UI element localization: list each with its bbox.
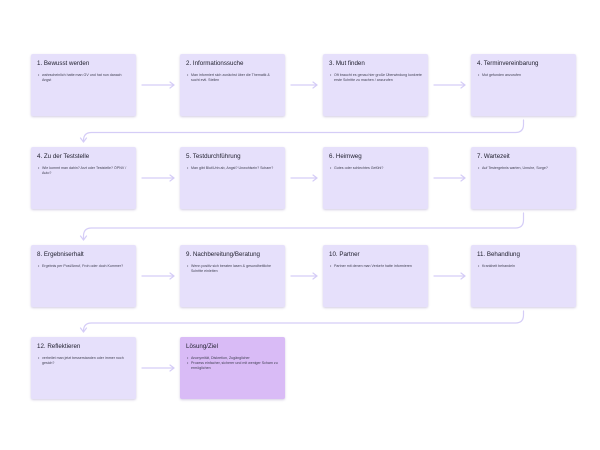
step-card[interactable]: 10. PartnerPartner mit denen man Verkehr… — [323, 245, 428, 307]
row-wrap-connector — [82, 310, 525, 333]
arrow-head — [79, 235, 88, 241]
step-card[interactable]: 9. Nachbereitung/BeratungWenn positiv si… — [180, 245, 285, 307]
step-bullet: Oft braucht es genau hier große Überwind… — [329, 73, 422, 83]
step-title: 4. Zu der Teststelle — [37, 153, 90, 160]
step-bullets: Ergebnis per Post/Anruf, Froh oder doch … — [37, 264, 130, 269]
goal-title: Lösung/Ziel — [186, 343, 218, 350]
step-bullets: Partner mit denen man Verkehr hatte info… — [329, 264, 422, 269]
step-bullets: Krankheit behandeln — [477, 264, 570, 269]
arrow-head — [312, 81, 318, 89]
arrow-head — [460, 174, 466, 182]
step-bullets: verheilet man jetzt besserstanden oder i… — [37, 356, 130, 366]
step-title: 1. Bewusst werden — [37, 60, 90, 67]
step-bullets: Man informiert sich zunächst über die Th… — [186, 73, 279, 83]
step-bullet: Partner mit denen man Verkehr hatte info… — [329, 264, 422, 269]
step-bullet: Ergebnis per Post/Anruf, Froh oder doch … — [37, 264, 130, 269]
step-bullet: Wenn positiv sich beraten lasen & gesund… — [186, 264, 279, 274]
step-bullet: verheilet man jetzt besserstanden oder i… — [37, 356, 130, 366]
step-bullet: Man gibt Blut/Urin ab, Angst? Unwohlsein… — [186, 166, 279, 171]
arrow-head — [169, 364, 175, 372]
goal-bullet: Prozess einfacher, sicherer und mit weni… — [186, 361, 279, 371]
step-title: 2. Informationssuche — [186, 60, 244, 67]
arrow-head — [79, 137, 88, 143]
step-bullet: Krankheit behandeln — [477, 264, 570, 269]
step-bullets: Auf Testergebnis warten, Unruhe, Sorge? — [477, 166, 570, 171]
goal-card[interactable]: Lösung/ZielAnonymität, Diskretion, Zugän… — [180, 337, 285, 399]
step-title: 3. Mut finden — [329, 60, 365, 67]
row-wrap-connector — [82, 119, 525, 143]
arrow-head — [79, 327, 88, 333]
arrow-head — [312, 272, 318, 280]
arrow-head — [460, 81, 466, 89]
step-bullet: Man informiert sich zunächst über die Th… — [186, 73, 279, 83]
step-bullets: Man gibt Blut/Urin ab, Angst? Unwohlsein… — [186, 166, 279, 171]
step-bullet: Wie kommt man dahin? Arzt oder Teststell… — [37, 166, 130, 176]
step-title: 5. Testdurchführung — [186, 153, 241, 160]
goal-bullets: Anonymität, Diskretion, ZugänglicherProz… — [186, 356, 279, 371]
step-bullets: wahrscheinlich hatte man GV und hat nun … — [37, 73, 130, 83]
step-card[interactable]: 12. Reflektieren verheilet man jetzt bess… — [31, 337, 136, 399]
step-title: 9. Nachbereitung/Beratung — [186, 251, 260, 258]
step-title: 7. Wartezeit — [477, 153, 510, 160]
step-bullet: Gutes oder schlechtes Gefühl? — [329, 166, 422, 171]
arrow-head — [460, 272, 466, 280]
step-title: 10. Partner — [329, 251, 360, 258]
step-title: 6. Heimweg — [329, 153, 362, 160]
step-card[interactable]: 6. HeimwegGutes oder schlechtes Gefühl? — [323, 147, 428, 209]
step-title: 11. Behandlung — [477, 251, 520, 258]
arrow-head — [169, 174, 175, 182]
step-card[interactable]: 7. WartezeitAuf Testergebnis warten, Unr… — [471, 147, 576, 209]
step-card[interactable]: 8. ErgebniserhaltErgebnis per Post/Anruf… — [31, 245, 136, 307]
step-bullet: Mut gefunden anzurufen — [477, 73, 570, 78]
step-bullets: Oft braucht es genau hier große Überwind… — [329, 73, 422, 83]
step-title: 4. Terminvereinbarung — [477, 60, 539, 67]
step-bullets: Gutes oder schlechtes Gefühl? — [329, 166, 422, 171]
step-card[interactable]: 3. Mut findenOft braucht es genau hier g… — [323, 54, 428, 116]
step-card[interactable]: 2. InformationssucheMan informiert sich … — [180, 54, 285, 116]
step-bullets: Mut gefunden anzurufen — [477, 73, 570, 78]
step-card[interactable]: 4. Zu der TeststelleWie kommt man dahin?… — [31, 147, 136, 209]
step-title: 8. Ergebniserhalt — [37, 251, 84, 258]
arrow-head — [169, 272, 175, 280]
step-bullet: wahrscheinlich hatte man GV und hat nun … — [37, 73, 130, 83]
arrow-head — [169, 81, 175, 89]
step-bullet: Auf Testergebnis warten, Unruhe, Sorge? — [477, 166, 570, 171]
arrow-head — [312, 174, 318, 182]
step-card[interactable]: 1. Bewusst werden wahrscheinlich hatte ma… — [31, 54, 136, 116]
step-bullets: Wie kommt man dahin? Arzt oder Teststell… — [37, 166, 130, 176]
step-card[interactable]: 5. TestdurchführungMan gibt Blut/Urin ab… — [180, 147, 285, 209]
step-card[interactable]: 11. BehandlungKrankheit behandeln — [471, 245, 576, 307]
step-title: 12. Reflektieren — [37, 343, 81, 350]
step-card[interactable]: 4. TerminvereinbarungMut gefunden anzuru… — [471, 54, 576, 116]
goal-bullet: Anonymität, Diskretion, Zugänglicher — [186, 356, 279, 361]
row-wrap-connector — [82, 212, 525, 241]
step-bullets: Wenn positiv sich beraten lasen & gesund… — [186, 264, 279, 274]
